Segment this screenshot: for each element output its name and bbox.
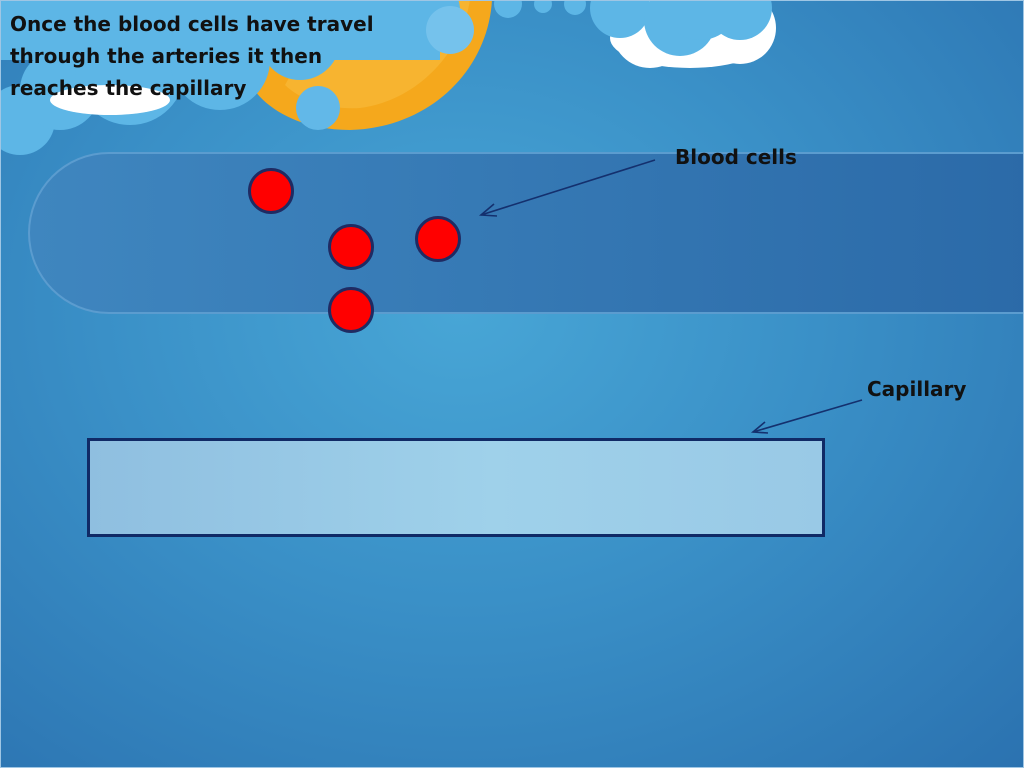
blood-cells-label: Blood cells bbox=[675, 145, 797, 169]
blood-cell bbox=[248, 168, 294, 214]
capillary-label: Capillary bbox=[867, 377, 967, 401]
slide-caption: Once the blood cells have travel through… bbox=[10, 12, 374, 100]
blood-cell bbox=[328, 224, 374, 270]
blood-cell bbox=[415, 216, 461, 262]
blood-cell bbox=[328, 287, 374, 333]
cloud-moon-decoration bbox=[0, 0, 776, 155]
right-cloud bbox=[590, 0, 776, 68]
capillary-vessel bbox=[87, 438, 825, 537]
artery-vessel bbox=[28, 152, 1024, 314]
capillary-arrow bbox=[752, 399, 863, 433]
